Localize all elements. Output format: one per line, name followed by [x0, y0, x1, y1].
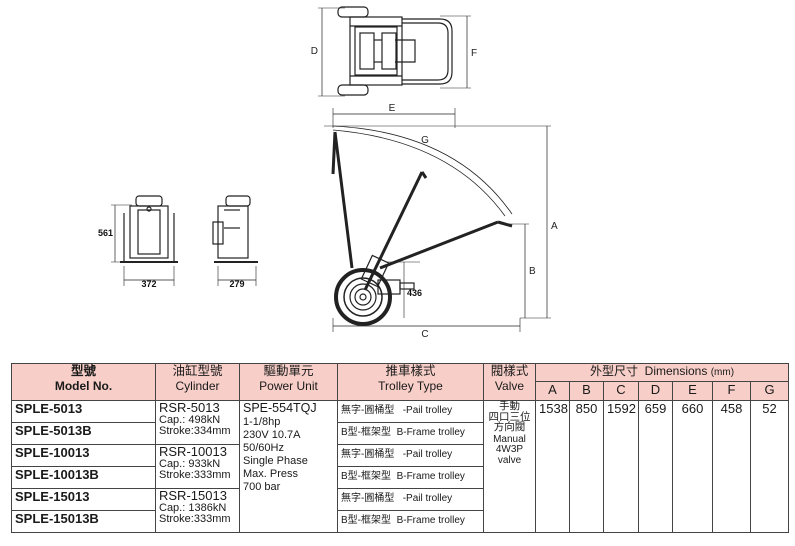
- label-f: F: [471, 48, 477, 59]
- cylinder-header: 油缸型號 Cylinder: [155, 363, 240, 401]
- dim-letter-e: E: [672, 381, 713, 401]
- dim-value-e: 660: [672, 400, 713, 533]
- dim-value-a: 1538: [535, 400, 570, 533]
- dim-letter-g: G: [749, 381, 790, 401]
- valve-header: 閥樣式 Valve: [483, 363, 536, 401]
- label-279: 279: [229, 279, 244, 289]
- label-c: C: [421, 329, 428, 340]
- label-561: 561: [98, 228, 113, 238]
- label-b: B: [529, 266, 536, 277]
- dim-value-g: 52: [749, 400, 790, 533]
- model-cell: SPLE-15013B: [11, 510, 156, 533]
- dimensions-header: 外型尺寸 Dimensions (mm): [534, 363, 790, 382]
- trolley-cell: B型-框架型 B-Frame trolley: [337, 466, 484, 489]
- model-cell: SPLE-10013: [11, 444, 156, 467]
- cylinder-side-view: [212, 195, 258, 286]
- trolley-cell: 無字-圓桶型 -Pail trolley: [337, 488, 484, 511]
- model-cell: SPLE-10013B: [11, 466, 156, 489]
- dim-value-f: 458: [712, 400, 751, 533]
- dim-value-d: 659: [638, 400, 673, 533]
- model-cell: SPLE-5013B: [11, 422, 156, 445]
- spec-table: 型號 Model No. 油缸型號 Cylinder 驅動單元 Power Un…: [11, 363, 790, 533]
- valve-cell: 手動 四口三位 方向閥 Manual 4W3P valve: [483, 400, 536, 533]
- power-unit-cell: SPE-554TQJ 1-1/8hp 230V 10.7A 50/60Hz Si…: [239, 400, 338, 533]
- trolley-cell: B型-框架型 B-Frame trolley: [337, 422, 484, 445]
- label-372: 372: [141, 279, 156, 289]
- model-cell: SPLE-15013: [11, 488, 156, 511]
- dim-letter-c: C: [603, 381, 639, 401]
- trolley-header: 推車樣式 Trolley Type: [337, 363, 484, 401]
- dim-letter-d: D: [638, 381, 673, 401]
- dim-value-b: 850: [569, 400, 604, 533]
- cylinder-cell: RSR-5013 Cap.: 498kN Stroke:334mm: [155, 400, 240, 445]
- top-view: [318, 6, 471, 97]
- cylinder-cell: RSR-10013 Cap.: 933kN Stroke:333mm: [155, 444, 240, 489]
- dim-letter-b: B: [569, 381, 604, 401]
- model-cell: SPLE-5013: [11, 400, 156, 423]
- label-436: 436: [407, 288, 422, 298]
- dim-letter-f: F: [712, 381, 751, 401]
- label-a: A: [551, 221, 558, 232]
- label-d: D: [311, 46, 318, 57]
- trolley-cell: 無字-圓桶型 -Pail trolley: [337, 444, 484, 467]
- trolley-cell: B型-框架型 B-Frame trolley: [337, 510, 484, 533]
- side-view: [324, 108, 551, 332]
- cylinder-cell: RSR-15013 Cap.: 1386kN Stroke:333mm: [155, 488, 240, 533]
- label-g: G: [421, 135, 429, 146]
- dim-value-c: 1592: [603, 400, 639, 533]
- dim-letter-a: A: [535, 381, 570, 401]
- label-e: E: [389, 103, 396, 114]
- trolley-cell: 無字-圓桶型 -Pail trolley: [337, 400, 484, 423]
- front-view: [111, 195, 178, 286]
- technical-drawing: D F E G A B C 436 561 372 279: [98, 6, 558, 340]
- power-unit-header: 驅動單元 Power Unit: [239, 363, 338, 401]
- model-header: 型號 Model No.: [11, 363, 156, 401]
